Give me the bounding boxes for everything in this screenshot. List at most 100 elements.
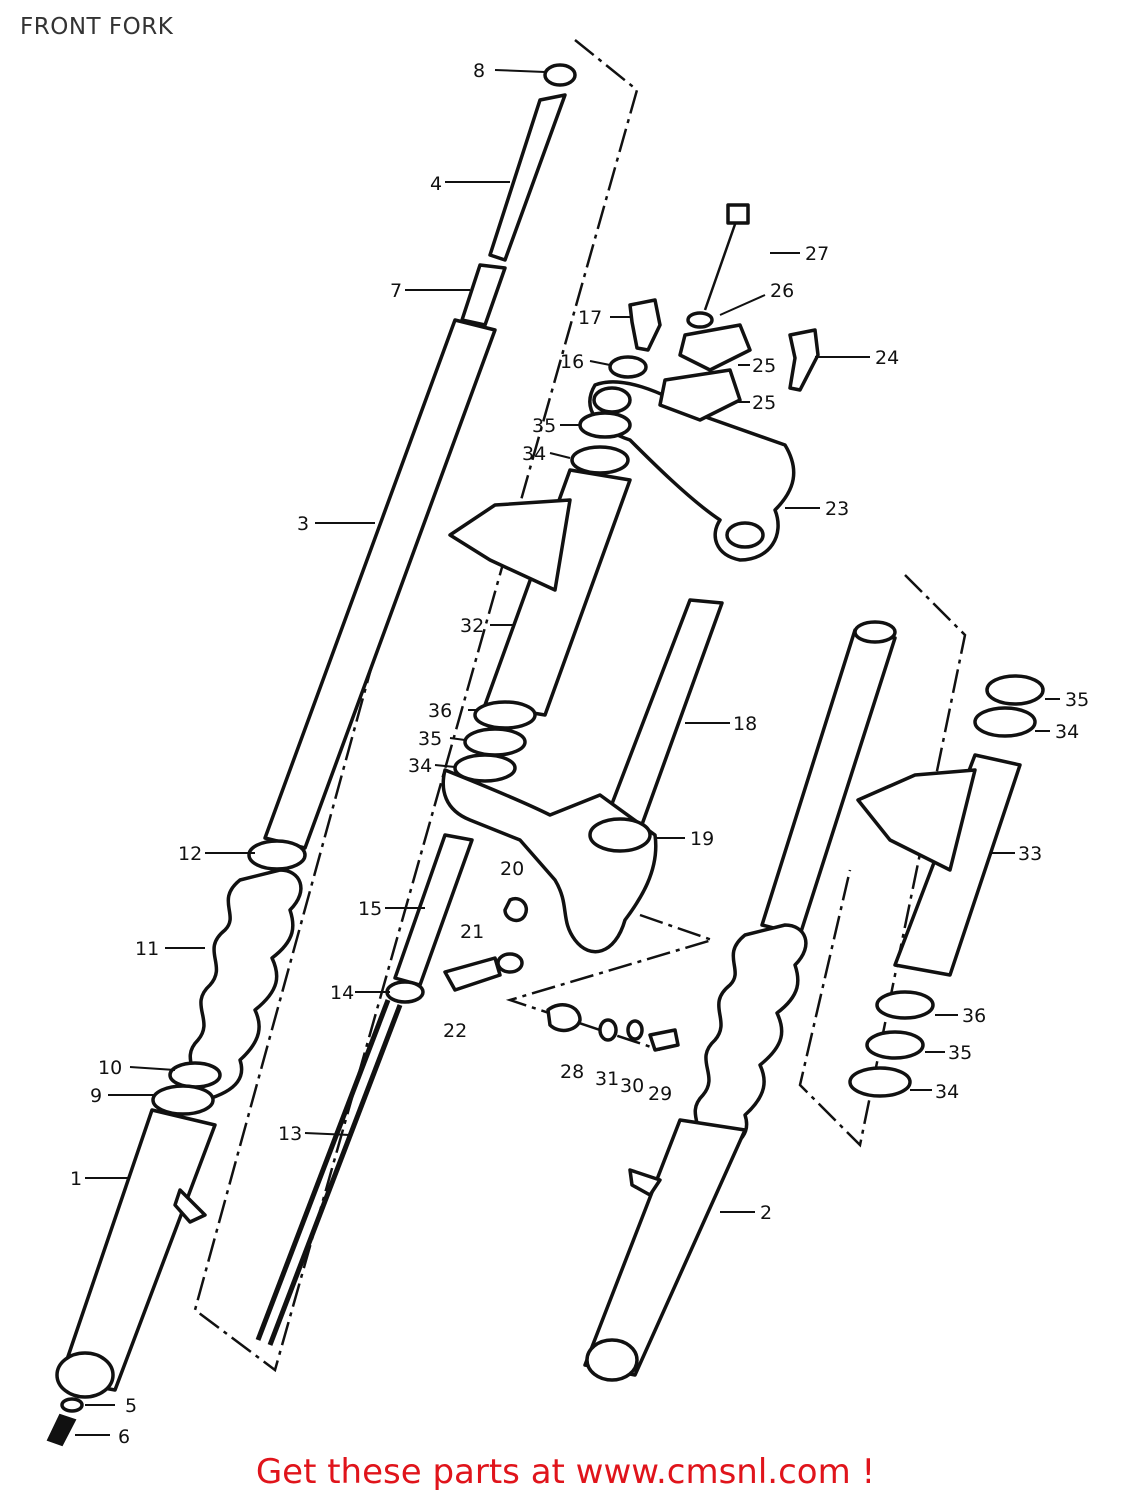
label-22: 22 <box>443 1020 467 1042</box>
label-13: 13 <box>278 1123 302 1145</box>
part-33-cover-tube-right <box>893 753 1022 977</box>
label-30: 30 <box>620 1075 644 1097</box>
part-21-washer <box>496 952 524 974</box>
label-34d: 34 <box>935 1081 959 1103</box>
part-8-ring <box>543 63 577 87</box>
part-27-bolt-head <box>726 203 750 225</box>
part-34-cushion-right <box>848 1066 912 1098</box>
leader-lines <box>75 69 1060 1436</box>
part-6-drain-bolt <box>46 1413 77 1447</box>
frame-bolt-group <box>505 913 717 1052</box>
label-12: 12 <box>178 843 202 865</box>
label-35b: 35 <box>418 728 442 750</box>
right-clamp-stack <box>848 674 1045 1098</box>
label-10: 10 <box>98 1057 122 1079</box>
label-32: 32 <box>460 615 484 637</box>
label-35c: 35 <box>1065 689 1089 711</box>
part-1-outer-tube-left <box>58 1108 217 1392</box>
label-7: 7 <box>390 280 402 302</box>
label-14: 14 <box>330 982 354 1004</box>
fasteners <box>443 897 680 1052</box>
bracket-hole-left <box>592 386 632 414</box>
brake-lug-right <box>628 1168 662 1197</box>
left-clamp-stack <box>448 411 632 783</box>
promo-banner-text: Get these parts at www.cmsnl.com ! <box>255 1452 876 1492</box>
part-4-damper-rod <box>488 93 567 262</box>
part-15-spacer <box>393 833 474 987</box>
label-24: 24 <box>875 347 899 369</box>
label-36a: 36 <box>428 700 452 722</box>
part-35-seat-right <box>865 1030 925 1060</box>
part-27-bolt <box>703 209 742 311</box>
label-18: 18 <box>733 713 757 735</box>
label-20: 20 <box>500 858 524 880</box>
part-36-seat-right <box>875 990 935 1020</box>
part-26-washer <box>686 311 714 329</box>
part-13-fork-spring <box>255 999 403 1346</box>
headlight-bracket-right <box>856 768 977 872</box>
label-4: 4 <box>430 173 442 195</box>
part-labels: 8 4 7 3 12 11 10 9 1 13 14 15 5 6 17 16 … <box>70 60 1089 1448</box>
part-11-boot <box>186 868 303 1102</box>
label-31: 31 <box>595 1068 619 1090</box>
part-17-bolt <box>628 298 662 352</box>
label-23: 23 <box>825 498 849 520</box>
boot-right <box>691 923 808 1157</box>
label-34a: 34 <box>522 443 546 465</box>
label-17: 17 <box>578 307 602 329</box>
part-29-screw <box>648 1028 680 1052</box>
part-25-handlebar-holder-upper <box>678 323 752 372</box>
frame-left <box>193 39 639 1373</box>
part-10-clamp <box>168 1061 222 1089</box>
frame-right <box>798 574 967 1148</box>
label-27: 27 <box>805 243 829 265</box>
label-34c: 34 <box>1055 721 1079 743</box>
axle-boss-right <box>585 1338 639 1382</box>
part-34-cushion-right-top <box>973 706 1037 738</box>
label-34b: 34 <box>408 755 432 777</box>
part-5-washer <box>60 1397 84 1413</box>
steering-assembly <box>441 203 820 954</box>
part-14-washer <box>385 980 425 1004</box>
label-25a: 25 <box>752 355 776 377</box>
part-35-seat-mid <box>463 727 527 757</box>
part-12-clamp <box>247 839 307 871</box>
label-1: 1 <box>70 1168 82 1190</box>
label-3: 3 <box>297 513 309 535</box>
label-25b: 25 <box>752 392 776 414</box>
label-29: 29 <box>648 1083 672 1105</box>
part-16-washer <box>608 355 648 379</box>
part-24-bolt <box>788 328 820 392</box>
part-25-handlebar-holder-lower <box>658 368 742 422</box>
label-5: 5 <box>125 1395 137 1417</box>
label-16: 16 <box>560 351 584 373</box>
part-32-cover-tube-left <box>483 468 632 717</box>
part-35-seat <box>578 411 632 439</box>
part-28-clamp <box>546 1003 582 1033</box>
inner-tube-right-cap <box>853 620 897 644</box>
part-2-outer-tube-right <box>583 1118 747 1377</box>
inner-tube-right <box>760 628 897 937</box>
part-34-cushion-mid <box>453 753 517 783</box>
part-20-clip <box>503 897 528 923</box>
part-19-lower-bracket <box>441 768 658 954</box>
label-35a: 35 <box>532 415 556 437</box>
part-34-cushion <box>570 445 630 475</box>
label-35d: 35 <box>948 1042 972 1064</box>
brake-lug-left <box>173 1188 207 1224</box>
label-6: 6 <box>118 1426 130 1448</box>
part-22-bolt <box>443 956 502 992</box>
part-9-seal <box>151 1084 215 1116</box>
label-33: 33 <box>1018 843 1042 865</box>
part-30-washer <box>626 1019 644 1041</box>
bracket-hole-right <box>725 521 765 549</box>
headlight-bracket-left <box>448 498 572 592</box>
fork-tube-left-group <box>46 63 577 1447</box>
axle-boss-left <box>55 1351 115 1399</box>
label-21: 21 <box>460 921 484 943</box>
label-15: 15 <box>358 898 382 920</box>
part-3-inner-tube <box>263 318 497 850</box>
label-28: 28 <box>560 1061 584 1083</box>
part-31-washer <box>598 1018 618 1042</box>
